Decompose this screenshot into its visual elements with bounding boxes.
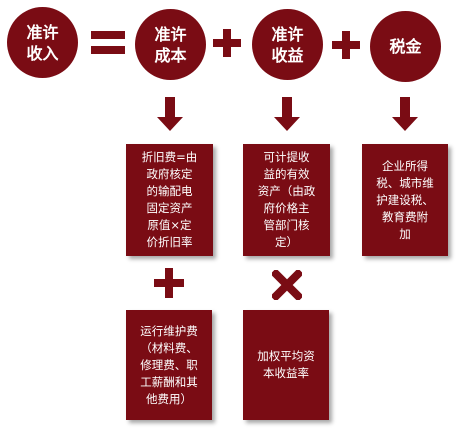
multiply-sign (272, 270, 302, 300)
equals-sign (91, 31, 125, 55)
allowed-cost-circle: 准许 成本 (135, 9, 206, 80)
plus-sign (332, 31, 360, 59)
allowed-return-circle: 准许 收益 (252, 9, 323, 80)
operation-cost-box: 运行维护费 （材料费、 修理费、职 工薪酬和其 他费用） (126, 310, 212, 420)
operation-cost-text: 运行维护费 （材料费、 修理费、职 工薪酬和其 他费用） (140, 323, 198, 406)
down-arrow-icon (274, 97, 300, 131)
effective-assets-text: 可计提收 益的有效 资产（由政 府价格主 管部门核 定） (257, 150, 316, 249)
plus-sign (154, 268, 184, 298)
wacc-box: 加权平均资 本收益率 (243, 310, 329, 420)
tax-circle: 税金 (370, 11, 441, 82)
tax-items-text: 企业所得 税、城市维 护建设税、 教育费附 加 (376, 158, 434, 241)
wacc-text: 加权平均资 本收益率 (257, 349, 315, 380)
tax-items-box: 企业所得 税、城市维 护建设税、 教育费附 加 (362, 144, 448, 256)
depreciation-box: 折旧费=由 政府核定 的输配电 固定资产 原值×定 价折旧率 (126, 144, 213, 256)
allowed-cost-label: 准许 成本 (154, 24, 187, 65)
allowed-revenue-label: 准许 收入 (26, 22, 59, 63)
down-arrow-icon (392, 97, 418, 131)
depreciation-text: 折旧费=由 政府核定 的输配电 固定资产 原值×定 价折旧率 (141, 150, 198, 249)
plus-sign (213, 29, 241, 57)
effective-assets-box: 可计提收 益的有效 资产（由政 府价格主 管部门核 定） (243, 144, 330, 256)
allowed-revenue-circle: 准许 收入 (7, 7, 78, 78)
tax-label: 税金 (389, 37, 422, 56)
allowed-return-label: 准许 收益 (271, 24, 304, 65)
down-arrow-icon (157, 97, 183, 131)
